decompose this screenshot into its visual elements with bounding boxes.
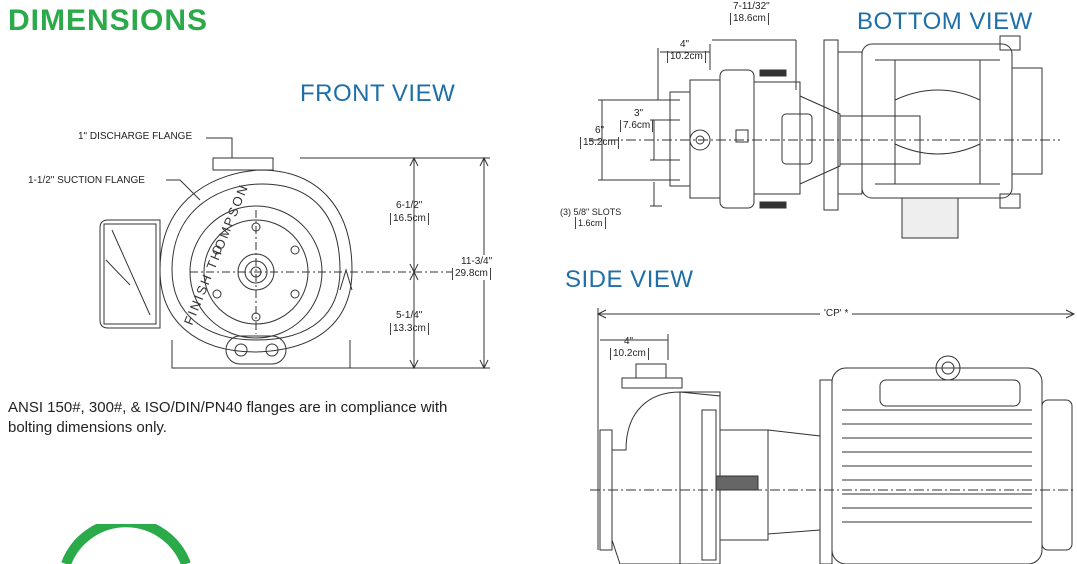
bottom-left-in: 4": [680, 39, 690, 50]
bottom-slots-cm: 1.6cm: [575, 217, 606, 229]
front-view-drawing: FINISH THOMPSON: [99, 137, 490, 370]
bottom-mid-in: 3": [634, 108, 644, 119]
bottom-top-in: 7-11/32": [733, 1, 770, 12]
upper-height-cm: 16.5cm: [390, 213, 429, 225]
bottom-height-in: 6": [595, 125, 605, 136]
bottom-mid-cm: 7.6cm: [620, 120, 654, 132]
suction-flange-label: 1-1/2" SUCTION FLANGE: [28, 175, 145, 186]
side-offset-cm: 10.2cm: [610, 348, 649, 360]
total-height-cm: 29.8cm: [452, 268, 491, 280]
side-view-drawing: [590, 308, 1076, 564]
lower-height-in: 5-1/4": [396, 310, 423, 321]
bottom-view-title: BOTTOM VIEW: [857, 8, 1033, 35]
side-offset-in: 4": [624, 336, 634, 347]
green-logo-partial: [61, 524, 191, 564]
lower-height-cm: 13.3cm: [390, 323, 429, 335]
bottom-left-cm: 10.2cm: [667, 51, 706, 63]
page-title: DIMENSIONS: [8, 4, 209, 37]
flange-compliance-note: ANSI 150#, 300#, & ISO/DIN/PN40 flanges …: [8, 399, 448, 436]
discharge-flange-label: 1" DISCHARGE FLANGE: [78, 131, 193, 142]
bottom-slots-label: (3) 5/8" SLOTS: [560, 207, 622, 217]
side-cp-label: 'CP' *: [820, 308, 853, 320]
total-height-in: 11-3/4": [460, 255, 494, 269]
front-view-title: FRONT VIEW: [300, 80, 456, 107]
bottom-view-drawing: [590, 35, 1060, 239]
bottom-height-cm: 15.2cm: [580, 137, 619, 149]
upper-height-in: 6-1/2": [396, 200, 423, 211]
bottom-top-cm: 18.6cm: [730, 13, 769, 25]
side-view-title: SIDE VIEW: [565, 266, 694, 293]
